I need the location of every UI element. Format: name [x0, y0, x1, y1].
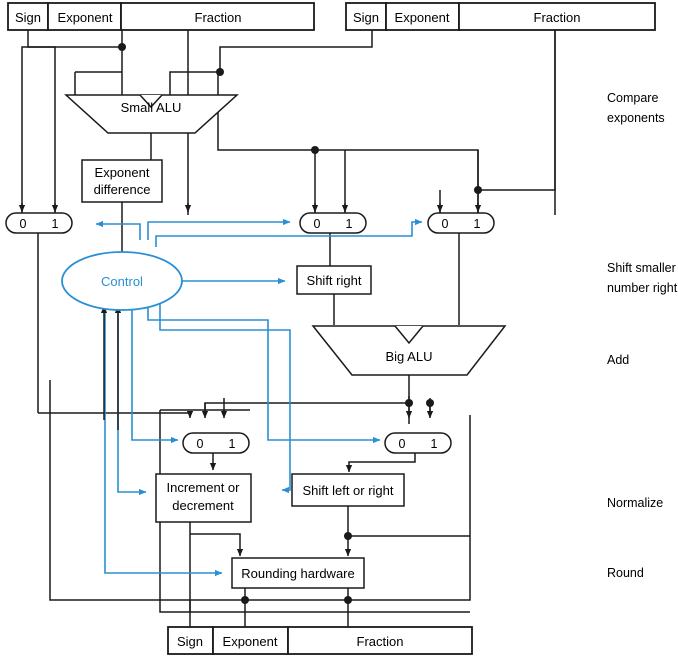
- small-alu-label: Small ALU: [121, 100, 182, 115]
- result-sign-cell[interactable]: [167, 626, 214, 655]
- stage-round-line1: Round: [607, 566, 644, 580]
- increment-or-decrement-label-line2: decrement: [172, 498, 234, 513]
- result-register: Sign Exponent Fraction: [167, 626, 473, 655]
- mux-fraction-norm-one: 1: [431, 437, 438, 451]
- operand-a-sign-cell[interactable]: [7, 2, 49, 31]
- control-label: Control: [101, 274, 143, 289]
- mux-exponent-norm-one: 1: [229, 437, 236, 451]
- black-wires: [18, 30, 556, 635]
- mux-fraction-norm-zero: 0: [399, 437, 406, 451]
- junction-dots: [118, 43, 482, 604]
- big-alu-label: Big ALU: [386, 349, 433, 364]
- operand-b-fraction-cell[interactable]: [458, 2, 656, 31]
- mux-fraction-mid-zero: 0: [314, 217, 321, 231]
- operand-b-exponent-cell[interactable]: [385, 2, 460, 31]
- mux-exponent-left[interactable]: [5, 212, 73, 234]
- operand-a-register: Sign Exponent Fraction: [7, 2, 315, 31]
- operand-a-fraction-label: Fraction: [195, 10, 242, 25]
- mux-exponent-left-zero: 0: [20, 217, 27, 231]
- mux-fraction-norm[interactable]: [384, 432, 452, 454]
- result-exponent-label: Exponent: [223, 634, 278, 649]
- result-exponent-cell[interactable]: [212, 626, 289, 655]
- mux-fraction-right[interactable]: [427, 212, 495, 234]
- exponent-difference-label-line1: Exponent: [95, 165, 150, 180]
- mux-labels: 0 1 0 1 0 1 0 1 0 1: [20, 217, 481, 451]
- mux-exponent-norm[interactable]: [182, 432, 250, 454]
- operand-b-register: Sign Exponent Fraction: [345, 2, 656, 31]
- stage-labels: Compare exponents Shift smaller number r…: [607, 91, 678, 580]
- operand-a-exponent-label: Exponent: [58, 10, 113, 25]
- operand-b-sign-label: Sign: [353, 10, 379, 25]
- increment-or-decrement-label-line1: Increment or: [167, 480, 241, 495]
- stage-compare-exponents-line1: Compare: [607, 91, 658, 105]
- stage-shift-smaller-line1: Shift smaller: [607, 261, 676, 275]
- exponent-difference-label-line2: difference: [94, 182, 151, 197]
- stage-normalize-line1: Normalize: [607, 496, 663, 510]
- control-block[interactable]: [61, 251, 183, 311]
- result-sign-label: Sign: [177, 634, 203, 649]
- result-fraction-label: Fraction: [357, 634, 404, 649]
- operand-b-fraction-label: Fraction: [534, 10, 581, 25]
- mux-exponent-left-one: 1: [52, 217, 59, 231]
- mux-fraction-right-one: 1: [474, 217, 481, 231]
- operand-a-fraction-cell[interactable]: [120, 2, 315, 31]
- stage-add-line1: Add: [607, 353, 629, 367]
- shift-left-or-right-label: Shift left or right: [302, 483, 393, 498]
- shift-right-label: Shift right: [307, 273, 362, 288]
- mux-fraction-mid-one: 1: [346, 217, 353, 231]
- operand-a-sign-label: Sign: [15, 10, 41, 25]
- mux-fraction-mid[interactable]: [299, 212, 367, 234]
- control-status-wires: [100, 305, 122, 430]
- result-fraction-cell[interactable]: [287, 626, 473, 655]
- mux-fraction-right-zero: 0: [442, 217, 449, 231]
- operand-b-exponent-label: Exponent: [395, 10, 450, 25]
- stage-compare-exponents-line2: exponents: [607, 111, 665, 125]
- mux-group: [5, 212, 495, 454]
- stage-shift-smaller-line2: number right: [607, 281, 678, 295]
- rounding-hardware-label: Rounding hardware: [241, 566, 354, 581]
- operand-a-exponent-cell[interactable]: [47, 2, 122, 31]
- mux-exponent-norm-zero: 0: [197, 437, 204, 451]
- control-wires: [95, 218, 423, 577]
